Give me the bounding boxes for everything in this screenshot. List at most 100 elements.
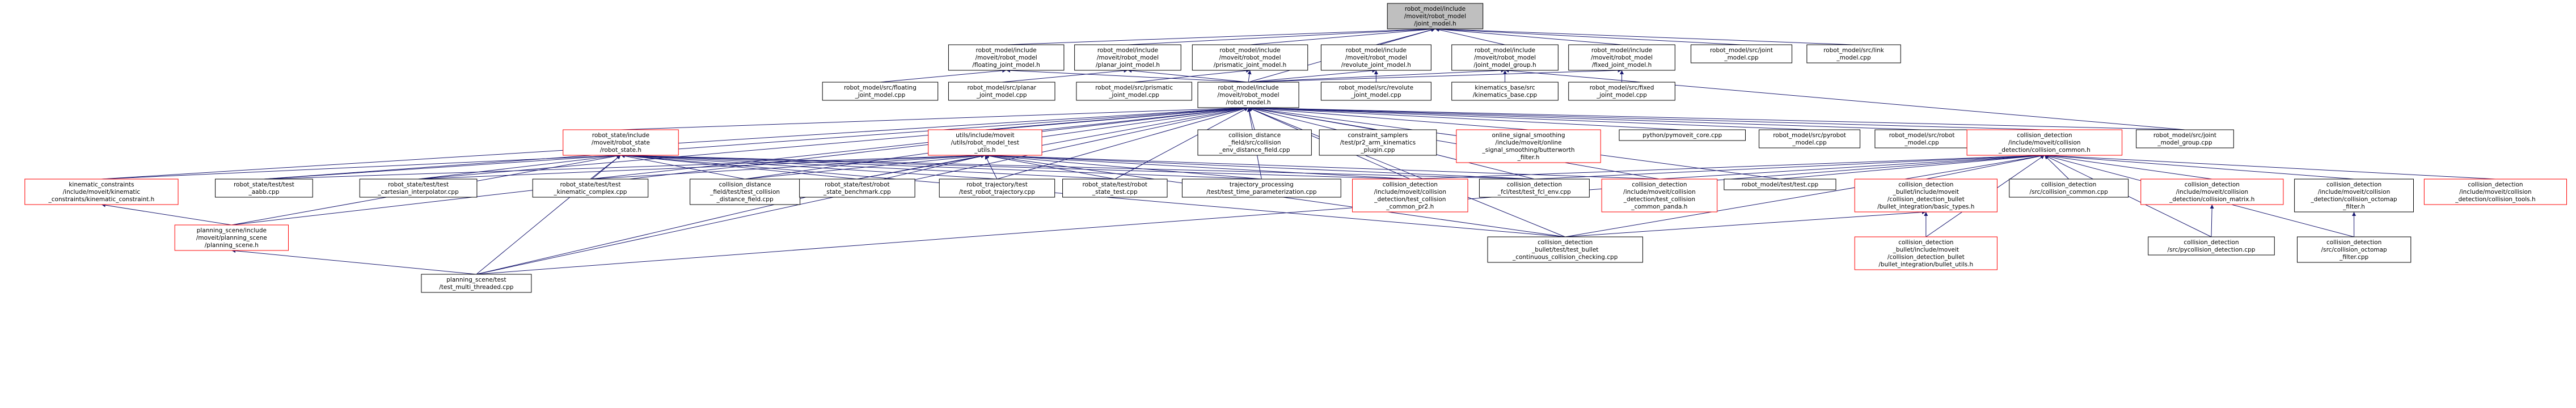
dependency-edge <box>1127 27 1435 45</box>
node-label-line: /include/moveit/collision <box>2176 189 2248 196</box>
node-root[interactable]: robot_model/include/moveit/robot_model/j… <box>1387 3 1484 29</box>
node-cd-common-pr2-h[interactable]: collision_detection/include/moveit/colli… <box>1352 178 1468 212</box>
node-planar-cpp[interactable]: robot_model/src/planar_joint_model.cpp <box>948 82 1055 101</box>
dependency-edge <box>1248 106 1659 180</box>
node-label-line: robot_model/include <box>976 47 1037 54</box>
dependency-edge <box>620 154 858 180</box>
node-cs-arm-kin-cpp[interactable]: constraint_samplers/test/pr2_arm_kinemat… <box>1319 129 1437 156</box>
node-rm-test-cpp[interactable]: robot_model/test/test.cpp <box>1724 178 1836 190</box>
node-label-line: /include/moveit/collision <box>2008 139 2080 146</box>
node-cd-tools-h[interactable]: collision_detection/include/moveit/colli… <box>2423 178 2567 205</box>
node-label-line: _cartesian_interpolator.cpp <box>377 189 459 196</box>
node-cd-matrix-h[interactable]: collision_detection/include/moveit/colli… <box>2140 178 2284 205</box>
node-planar-h[interactable]: robot_model/include/moveit/robot_model/p… <box>1074 44 1181 71</box>
dependency-edge <box>476 154 2045 275</box>
node-label-line: /include/moveit/kinematic <box>63 189 141 196</box>
dependency-edge <box>264 106 1249 180</box>
node-fixed-h[interactable]: robot_model/include/moveit/robot_model/f… <box>1568 44 1675 71</box>
node-label-line: _kinematic_complex.cpp <box>553 189 627 196</box>
node-ps-h[interactable]: planning_scene/include/moveit/planning_s… <box>174 224 289 251</box>
node-box <box>2136 129 2234 148</box>
node-rs-benchmark-cpp[interactable]: robot_state/test/robot_state_benchmark.c… <box>799 178 915 198</box>
node-cdf-test-cpp[interactable]: collision_distance_field/test/test_colli… <box>690 178 801 205</box>
dependency-edge <box>1127 69 1249 83</box>
node-label-line: constraint_samplers <box>1348 132 1408 139</box>
node-box <box>2296 236 2412 263</box>
node-cd-common-panda-h[interactable]: collision_detection/include/moveit/colli… <box>1601 178 1718 212</box>
node-pycd-cpp[interactable]: collision_detection/src/pycollision_dete… <box>2148 236 2275 256</box>
node-traj-test-cpp[interactable]: robot_trajectory/test/test_robot_traject… <box>939 178 1055 198</box>
node-label-line: _state_test.cpp <box>1092 189 1138 196</box>
node-jmg-h[interactable]: robot_model/include/moveit/robot_model/j… <box>1451 44 1559 71</box>
node-revolute-h[interactable]: robot_model/include/moveit/robot_model/r… <box>1320 44 1431 71</box>
dependency-edge <box>418 106 1249 180</box>
dependency-edge <box>231 249 476 275</box>
node-tp-param-cpp[interactable]: trajectory_processing/test/test_time_par… <box>1181 178 1341 198</box>
node-box <box>421 274 532 293</box>
node-label-line: robot_model/src/fixed <box>1590 84 1654 91</box>
node-cart-interp-cpp[interactable]: robot_state/test/test_cartesian_interpol… <box>359 178 478 198</box>
node-box <box>1197 82 1299 108</box>
node-cd-octomap-h[interactable]: collision_detection/include/moveit/colli… <box>2294 178 2414 212</box>
node-cd-common-cpp[interactable]: collision_detection/src/collision_common… <box>2009 178 2129 198</box>
node-label-line: /bullet_integration/basic_types.h <box>1877 203 1974 210</box>
node-floating-h[interactable]: robot_model/include/moveit/robot_model/f… <box>948 44 1065 71</box>
node-label-line: robot_model/src/revolute <box>1339 84 1413 91</box>
node-label-line: _field/test/test_collision <box>710 189 780 196</box>
node-label-line: collision_distance <box>1228 132 1281 139</box>
node-utils-h[interactable]: utils/include/moveit/utils/robot_model_t… <box>928 129 1042 156</box>
node-online-signal-h[interactable]: online_signal_smoothing/include/moveit/o… <box>1456 129 1601 163</box>
node-label-line: /include/moveit/collision <box>1374 189 1446 196</box>
dependency-edge <box>985 154 1115 180</box>
node-label-line: /test/test_time_parameterization.cpp <box>1206 189 1317 196</box>
node-label-line: robot_model/include <box>1097 47 1158 54</box>
dependency-edge <box>2044 155 2070 180</box>
node-cd-distance-field-cpp[interactable]: collision_distance_field/src/collision_e… <box>1197 129 1312 156</box>
node-box <box>1456 129 1601 163</box>
node-basic-types-h[interactable]: collision_detection_bullet/include/movei… <box>1854 178 1998 212</box>
node-label-line: robot_state/test/robot <box>825 181 890 188</box>
node-floating-cpp[interactable]: robot_model/src/floating_joint_model.cpp <box>822 82 939 101</box>
node-box <box>1062 178 1168 198</box>
node-label-line: robot_state/test/test <box>388 181 449 188</box>
node-pyrobot-model-cpp[interactable]: robot_model/src/pyrobot_model.cpp <box>1759 129 1861 148</box>
node-kin-base-cpp[interactable]: kinematics_base/src/kinematics_base.cpp <box>1451 82 1559 101</box>
node-link-cpp[interactable]: robot_model/src/link_model.cpp <box>1806 44 1901 63</box>
node-prismatic-h[interactable]: robot_model/include/moveit/robot_model/p… <box>1192 44 1308 71</box>
dependency-edge <box>101 203 232 226</box>
node-cd-common-h[interactable]: collision_detection/include/moveit/colli… <box>1966 129 2123 156</box>
dependency-edge <box>1248 105 2045 130</box>
dependency-edge <box>880 69 1007 83</box>
node-box <box>174 224 289 251</box>
node-pymoveit-core-cpp[interactable]: python/pymoveit_core.cpp <box>1619 129 1746 141</box>
node-prismatic-cpp[interactable]: robot_model/src/prismatic_joint_model.cp… <box>1076 82 1192 101</box>
node-ps-multi-cpp[interactable]: planning_scene/test/test_multi_threaded.… <box>421 274 532 293</box>
node-jmg-cpp[interactable]: robot_model/src/joint_model_group.cpp <box>2136 129 2234 148</box>
node-label-line: /planar_joint_model.h <box>1096 62 1160 69</box>
node-aabb-cpp[interactable]: robot_state/test/test_aabb.cpp <box>215 178 313 198</box>
node-octomap-filter-cpp[interactable]: collision_detection/src/collision_octoma… <box>2296 236 2412 263</box>
node-fcl-env-cpp[interactable]: collision_detection_fcl/test/test_fcl_en… <box>1479 178 1590 198</box>
node-rs-test-cpp[interactable]: robot_state/test/robot_state_test.cpp <box>1062 178 1168 198</box>
dependency-edge <box>1248 106 1529 130</box>
node-robot-model-h[interactable]: robot_model/include/moveit/robot_model/r… <box>1197 82 1299 108</box>
node-box <box>1451 82 1559 101</box>
node-joint-cpp[interactable]: robot_model/src/joint_model.cpp <box>1690 44 1793 63</box>
node-label-line: /moveit/robot_model <box>1097 54 1159 61</box>
dependency-edge <box>1925 154 2045 180</box>
node-robot-model-cpp[interactable]: robot_model/src/robot_model.cpp <box>1874 129 1969 148</box>
node-revolute-cpp[interactable]: robot_model/src/revolute_joint_model.cpp <box>1320 82 1431 101</box>
node-robot-state-h[interactable]: robot_state/include/moveit/robot_state/r… <box>563 129 679 156</box>
node-kin-complex-cpp[interactable]: robot_state/test/test_kinematic_complex.… <box>532 178 649 198</box>
node-kin-constraint-h[interactable]: kinematic_constraints/include/moveit/kin… <box>24 178 179 205</box>
node-fixed-cpp[interactable]: robot_model/src/fixed_joint_model.cpp <box>1568 82 1675 101</box>
node-label-line: _constraints/kinematic_constraint.h <box>48 196 155 203</box>
node-label-line: trajectory_processing <box>1230 181 1294 188</box>
node-label-line: robot_model/test/test.cpp <box>1742 181 1819 188</box>
node-label-line: robot_model/src/joint <box>1710 47 1773 54</box>
node-box <box>1806 44 1901 63</box>
node-bullet-utils-h[interactable]: collision_detection_bullet/include/movei… <box>1854 236 1998 270</box>
node-label-line: /moveit/robot_model <box>1474 54 1536 61</box>
node-bullet-cont-cpp[interactable]: collision_detection_bullet/test/test_bul… <box>1487 236 1643 263</box>
node-label-line: robot_model/src/floating <box>844 84 917 91</box>
